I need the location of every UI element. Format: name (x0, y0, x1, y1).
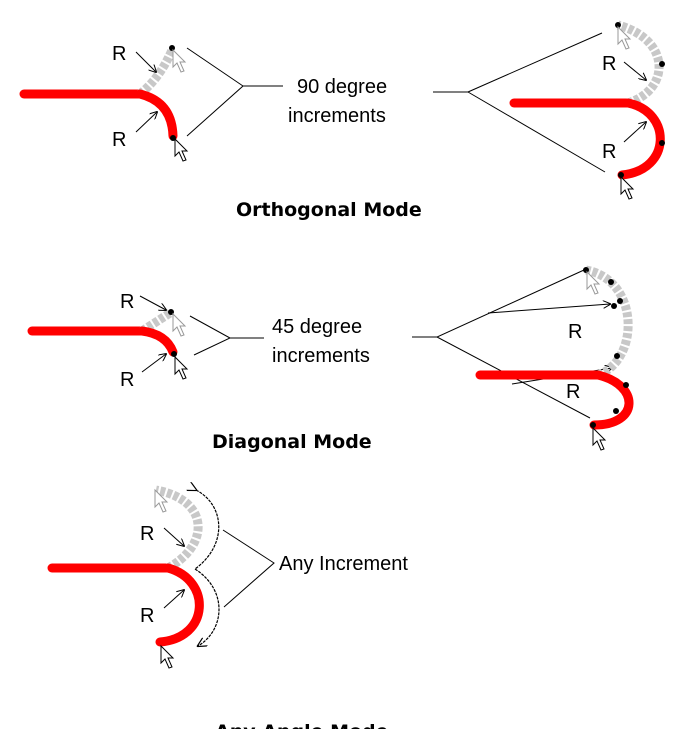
radius-label: R (566, 381, 580, 403)
radius-label: R (568, 321, 582, 343)
radius-label: R (602, 141, 616, 163)
mode-title: Diagonal Mode (212, 431, 372, 453)
radius-label: R (112, 129, 126, 151)
radius-label: R (120, 369, 134, 391)
cursor-arrow-icon (172, 49, 186, 73)
ghost-arc (155, 485, 203, 572)
track-arc (155, 563, 204, 647)
increment-label: increments (288, 105, 386, 127)
increment-label: Any Increment (279, 553, 408, 575)
mode-title: Any Angle Mode (215, 721, 389, 729)
ghost-arc (616, 20, 664, 108)
increment-label: 45 degree (272, 316, 362, 338)
any-angle-section: R R Any Increment Any Angle Mode (47, 485, 408, 729)
radius-label: R (112, 43, 126, 65)
mode-title: Orthogonal Mode (236, 199, 422, 221)
radius-label: R (120, 291, 134, 313)
radius-label: R (602, 53, 616, 75)
radius-label: R (140, 605, 154, 627)
cursor-arrow-icon (174, 138, 188, 162)
track-arc (137, 326, 178, 357)
diagonal-section: R R 45 degree increments R R Diagonal Mo… (27, 265, 634, 453)
orthogonal-section: R R 90 degree increments R R Orthogonal … (19, 20, 665, 221)
track-arc (135, 89, 178, 141)
ghost-arc (584, 265, 633, 380)
vertex-dot-icon (169, 45, 175, 51)
increment-label: increments (272, 345, 370, 367)
track-arc (617, 98, 665, 180)
ghost-arc (139, 309, 173, 335)
radius-label: R (140, 523, 154, 545)
increment-label: 90 degree (297, 76, 387, 98)
track-arc (589, 370, 634, 430)
